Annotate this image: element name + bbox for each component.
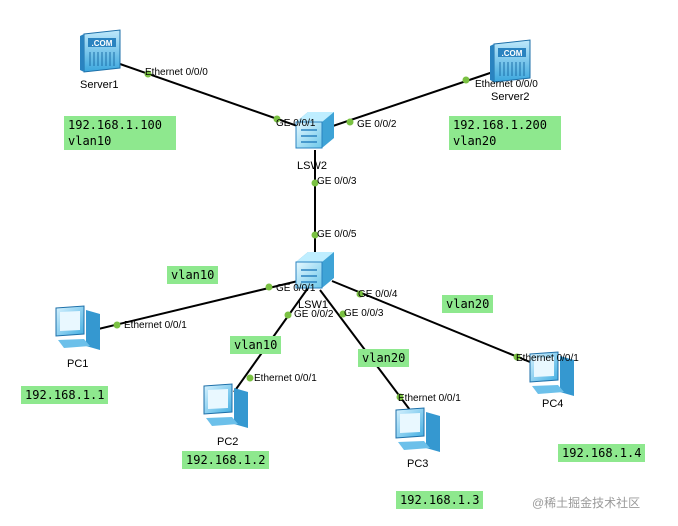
pc4-icon[interactable] [529,351,574,396]
pc1-icon[interactable] [55,305,100,350]
port-dot [346,118,354,126]
pc1-vlan-note: vlan10 [167,266,219,284]
port-dot [284,311,292,319]
port-label-server1-eth: Ethernet 0/0/0 [145,67,208,78]
pc1-label: PC1 [67,358,89,370]
pc2-ip-note: 192.168.1.2 [182,451,270,469]
lsw2-label: LSW2 [297,160,327,172]
pc2-label: PC2 [217,436,239,448]
pc3-icon[interactable] [395,407,440,452]
port-label-lsw1-ge2: GE 0/0/2 [294,309,334,320]
pc2-vlan-note: vlan10 [230,336,282,354]
server2-ip-vlan-note: 192.168.1.200 vlan20 [449,116,561,150]
server1-icon[interactable]: .COM [80,29,121,73]
port-label-lsw1-ge4: GE 0/0/4 [358,289,398,300]
port-dot [396,393,404,401]
port-dot [246,374,254,382]
watermark: @稀土掘金技术社区 [532,496,641,510]
port-dot [513,353,521,361]
server1-label: Server1 [80,79,119,91]
lsw1-switch-icon[interactable] [295,252,334,289]
pc2-icon[interactable] [203,383,248,428]
pc4-label: PC4 [542,398,564,410]
link-lsw1-pc1 [89,280,299,332]
port-label-pc2-eth: Ethernet 0/0/1 [254,373,317,384]
port-dot [311,179,319,187]
pc4-ip-note: 192.168.1.4 [558,444,646,462]
port-label-pc3-eth: Ethernet 0/0/1 [398,393,461,404]
port-label-lsw2-ge1: GE 0/0/1 [276,118,316,129]
server2-label: Server2 [491,91,530,103]
server1-badge: .COM [92,39,113,48]
lsw2-switch-icon[interactable] [295,112,334,149]
port-label-lsw1-ge5: GE 0/0/5 [317,229,357,240]
pc3-vlan-note: vlan20 [358,349,410,367]
pc3-ip-note: 192.168.1.3 [396,491,484,509]
port-label-lsw2-ge2: GE 0/0/2 [357,119,397,130]
pc3-label: PC3 [407,458,429,470]
port-label-pc4-eth: Ethernet 0/0/1 [516,353,579,364]
port-dot [265,283,273,291]
port-dot [339,310,347,318]
port-dot [462,76,470,84]
port-dot [113,321,121,329]
server2-icon[interactable]: .COM [490,39,531,83]
port-dot [356,290,364,298]
server2-badge: .COM [502,49,523,58]
port-label-lsw1-ge3: GE 0/0/3 [344,308,384,319]
port-label-server2-eth: Ethernet 0/0/0 [475,79,538,90]
lsw1-label: LSW1 [298,299,328,311]
server1-ip-vlan-note: 192.168.1.100 vlan10 [64,116,176,150]
port-dot [311,231,319,239]
port-dot [273,115,281,123]
port-label-pc1-eth: Ethernet 0/0/1 [124,320,187,331]
pc4-vlan-note: vlan20 [442,295,494,313]
pc1-ip-note: 192.168.1.1 [21,386,109,404]
port-dot [144,70,152,78]
port-label-lsw1-ge1: GE 0/0/1 [276,283,316,294]
link-lsw1-pc4 [331,280,531,363]
port-label-lsw2-ge3: GE 0/0/3 [317,176,357,187]
